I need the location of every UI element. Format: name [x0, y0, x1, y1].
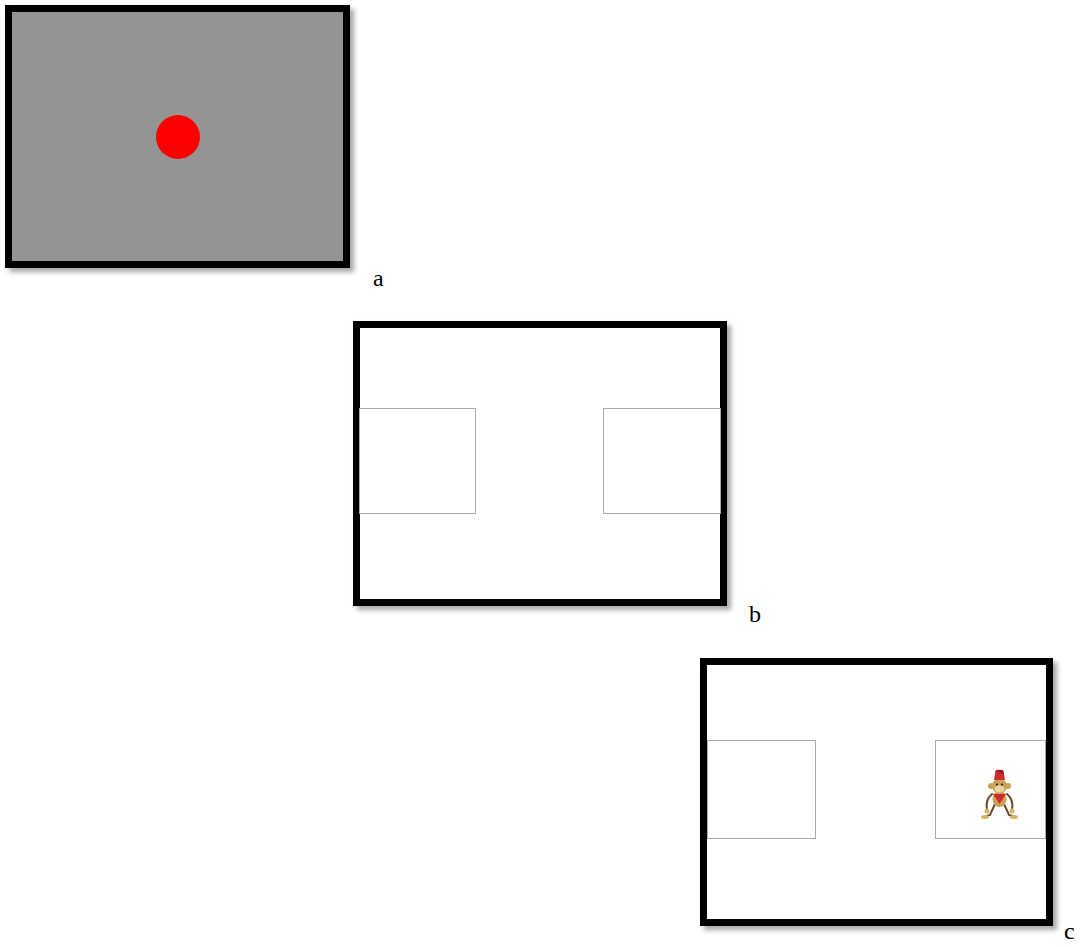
panel-b: [357, 325, 724, 603]
fixation-dot: [156, 115, 200, 159]
white-screen: [704, 662, 1050, 923]
left-square: [708, 741, 816, 839]
right-square: [604, 409, 721, 514]
monkey-figure: [981, 770, 1018, 819]
panel-a: [9, 9, 347, 265]
panel-c: [704, 662, 1050, 923]
panel-letter: a: [373, 266, 384, 290]
panel-letter: b: [749, 602, 761, 626]
right-square: [936, 741, 1046, 839]
white-screen: [357, 325, 724, 603]
panel-letter: c: [1064, 919, 1075, 943]
grey-screen: [9, 9, 347, 265]
left-square: [360, 409, 476, 514]
